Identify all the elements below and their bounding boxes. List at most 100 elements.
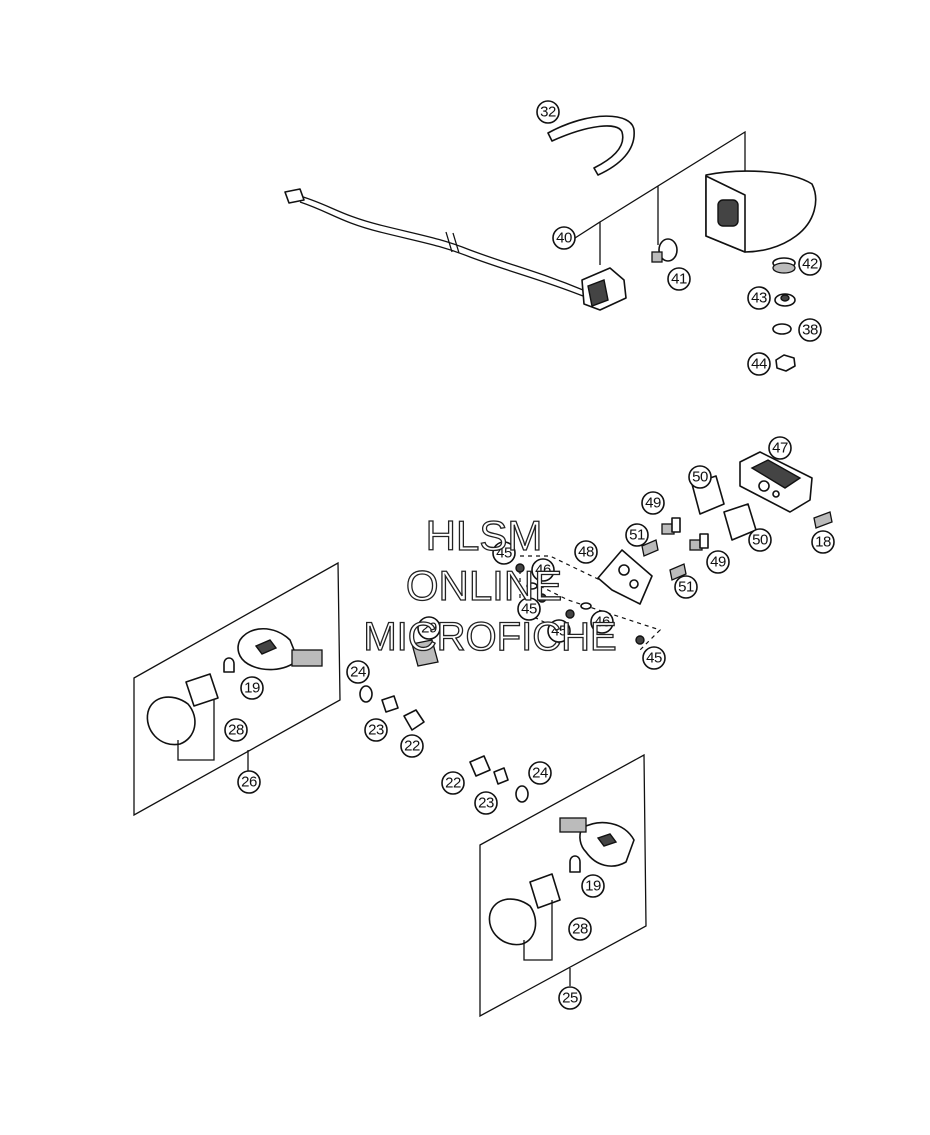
nut-45d [635,635,645,645]
callout-19-b: 19 [581,874,605,898]
callout-45-c: 45 [547,619,571,643]
callout-label: 32 [540,104,556,121]
callout-47: 47 [768,436,792,460]
callout-label: 43 [751,290,767,307]
callout-label: 18 [815,534,831,551]
wire-break-mark [445,231,460,254]
nut-44 [775,354,796,372]
callout-19-a: 19 [240,676,264,700]
grommet-42 [772,257,796,274]
screw-51-lower [669,563,687,581]
callout-bracket-40 [574,130,746,265]
callout-label: 26 [241,774,257,791]
callout-50-upper: 50 [688,465,712,489]
watermark: HLSM ONLINE MICROFICHE [363,511,618,659]
plate-48 [597,549,653,605]
license-light-assembly [515,451,833,651]
callout-51-upper: 51 [625,523,649,547]
callout-28-b: 28 [568,917,592,941]
nut-22a [403,709,425,731]
callout-label: 45 [646,650,662,667]
washer-46b [580,602,592,610]
stud-49-lower [689,533,709,551]
nut-45c [565,609,575,619]
callout-40: 40 [552,226,576,250]
nut-45b [537,593,547,603]
callout-label: 45 [551,623,567,640]
turn-signal-lens-26 [146,696,196,746]
callout-label: 38 [802,322,818,339]
washer-38 [772,323,792,335]
callout-26: 26 [237,770,261,794]
washer-24a [359,685,373,703]
center-hardware [359,639,529,803]
tail-lamp-socket-hole [717,199,739,227]
callout-label: 49 [710,554,726,571]
collar-43 [774,293,796,307]
callout-46-a: 46 [531,558,555,582]
callout-45-b: 45 [517,597,541,621]
callout-23-a: 23 [364,718,388,742]
callout-label: 44 [751,356,767,373]
callout-42: 42 [798,252,822,276]
tail-light-assembly [284,115,817,372]
callout-32: 32 [536,100,560,124]
turn-signal-25-assembly [479,753,647,1018]
turn-signal-stem-25 [559,817,587,833]
nut-45a [515,563,525,573]
turn-signal-socket-28b [529,873,561,909]
wire-harness [299,195,584,291]
rubber-strip-32 [547,115,635,176]
turn-signal-lens-25 [488,898,537,946]
callout-label: 22 [404,738,420,755]
watermark-line2: ONLINE [406,562,562,609]
lockwasher-23b [493,767,509,785]
callout-label: 45 [496,545,512,562]
callout-label: 22 [445,775,461,792]
callout-label: 46 [594,614,610,631]
callout-45-d: 45 [642,646,666,670]
callout-label: 47 [772,440,788,457]
turn-signal-lens-opening-25 [596,833,618,847]
callout-label: 40 [556,230,572,247]
wire-harness-outer [299,201,584,297]
callout-46-b: 46 [590,610,614,634]
callout-50-lower: 50 [748,528,772,552]
callout-22-b: 22 [441,771,465,795]
lockwasher-23a [381,695,399,713]
callout-38: 38 [798,318,822,342]
callout-label: 48 [578,544,594,561]
watermark-line1: HLSM [426,512,543,559]
callout-28-a: 28 [224,718,248,742]
callout-label: 46 [535,562,551,579]
bolt-18 [813,511,833,529]
callout-label: 24 [350,664,366,681]
callout-label: 50 [752,532,768,549]
washer-24b [515,785,529,803]
frame-25 [479,753,647,1018]
callout-bracket-28a [177,700,215,761]
callout-label: 19 [244,680,260,697]
nut-22b [469,755,491,777]
callout-49-lower: 49 [706,550,730,574]
callout-label: 19 [585,878,601,895]
callout-label: 28 [572,921,588,938]
callout-label: 42 [802,256,818,273]
callout-29: 29 [417,616,441,640]
callout-49-upper: 49 [641,491,665,515]
callout-48: 48 [574,540,598,564]
callout-label: 41 [671,271,687,288]
bolt-29 [411,639,439,667]
callout-label: 28 [228,722,244,739]
lamp-socket-shade [587,279,609,307]
callout-label: 50 [692,469,708,486]
callout-label: 23 [478,795,494,812]
callout-bracket-28b [523,900,553,961]
callout-label: 25 [562,990,578,1007]
frame-26 [133,561,341,817]
turn-signal-stem [291,649,323,667]
callout-18: 18 [811,530,835,554]
turn-signal-bulb-19b [569,855,581,873]
washer-46a [526,582,538,590]
